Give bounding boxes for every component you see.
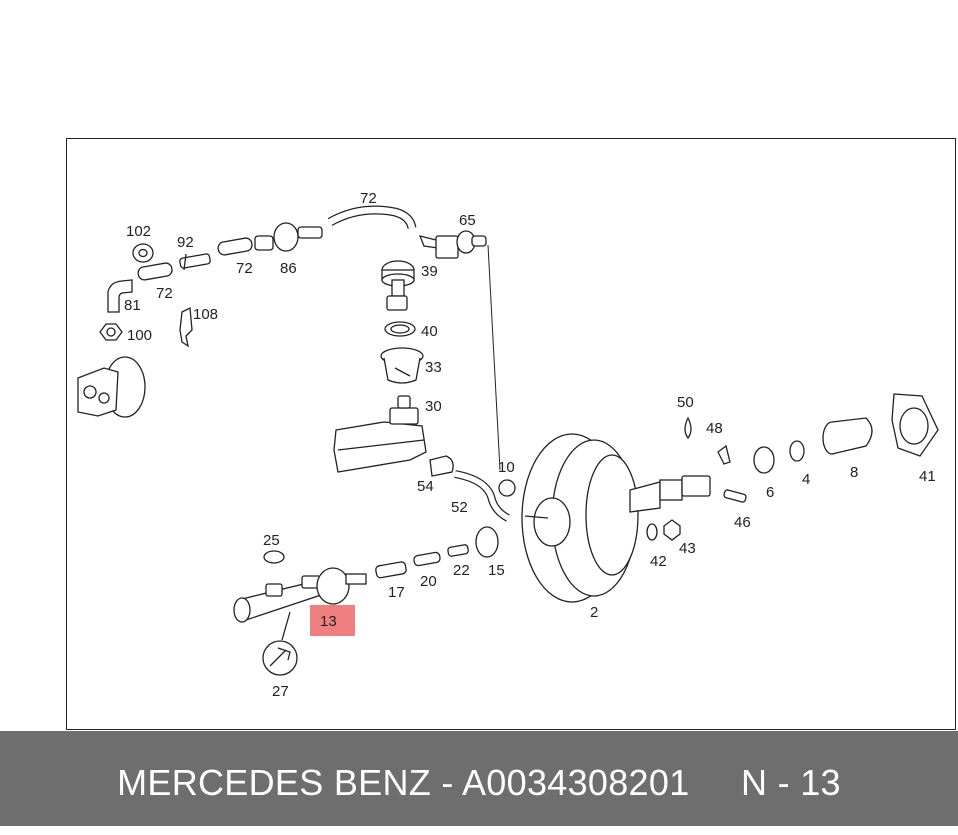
reservoir-cap-39 (381, 260, 415, 311)
fitting-86 (254, 222, 323, 252)
label-100: 100 (127, 327, 152, 344)
seal-25 (263, 550, 285, 564)
bushing-6 (753, 446, 775, 474)
label-22: 22 (453, 562, 470, 579)
footer-bar: MERCEDES BENZ - A0034308201 N - 13 (0, 731, 958, 826)
clip-50 (684, 416, 692, 440)
label-40: 40 (421, 323, 438, 340)
label-10: 10 (498, 459, 515, 476)
label-42: 42 (650, 553, 667, 570)
label-2: 2 (590, 604, 598, 621)
highlight-box-13[interactable] (310, 605, 355, 636)
spring-17 (375, 561, 407, 579)
master-cylinder-13 (233, 567, 367, 623)
label-102: 102 (126, 223, 151, 240)
footer-caption: MERCEDES BENZ - A0034308201 N - 13 (0, 731, 958, 826)
label-72: 72 (360, 190, 377, 207)
label-65: 65 (459, 212, 476, 229)
label-4: 4 (802, 471, 810, 488)
label-48: 48 (706, 420, 723, 437)
brand-name: MERCEDES BENZ (117, 762, 432, 803)
elbow-81 (107, 279, 133, 313)
bolt-46 (723, 489, 747, 503)
boot-8 (822, 417, 873, 455)
diagram-frame (66, 138, 956, 730)
vacuum-pump-assembly (77, 356, 146, 418)
label-43: 43 (679, 540, 696, 557)
label-25: 25 (263, 532, 280, 549)
pushrod-assembly (629, 475, 711, 513)
label-8: 8 (850, 464, 858, 481)
o-ring-15 (475, 526, 499, 558)
position-code: N - 13 (741, 762, 841, 803)
nut-43 (663, 519, 681, 541)
label-33: 33 (425, 359, 442, 376)
hose-72-left (137, 262, 173, 281)
part-number: A0034308201 (462, 762, 690, 803)
washer-4 (789, 440, 805, 462)
pin-48 (717, 444, 731, 465)
label-108: 108 (193, 306, 218, 323)
gasket-41 (891, 393, 939, 457)
label-50: 50 (677, 394, 694, 411)
label-46: 46 (734, 514, 751, 531)
valve-65 (418, 230, 487, 259)
reservoir-30 (333, 395, 427, 473)
connector-54 (429, 455, 454, 477)
label-86: 86 (280, 260, 297, 277)
label-41: 41 (919, 468, 936, 485)
label-15: 15 (488, 562, 505, 579)
clamp-92 (179, 253, 211, 271)
separator: - (441, 762, 454, 803)
piston-20 (413, 551, 441, 567)
label-17: 17 (388, 584, 405, 601)
label-27: 27 (272, 683, 289, 700)
label-92: 92 (177, 234, 194, 251)
spring-22 (447, 544, 469, 557)
grommet-10 (498, 479, 516, 497)
label-30: 30 (425, 398, 442, 415)
label-39: 39 (421, 263, 438, 280)
label-52: 52 (451, 499, 468, 516)
label-72: 72 (236, 260, 253, 277)
wrench-27 (262, 611, 298, 676)
label-6: 6 (766, 484, 774, 501)
strainer-33 (380, 347, 424, 384)
highlight-label-13[interactable]: 13 (320, 613, 337, 630)
brake-booster-2 (521, 433, 639, 603)
label-20: 20 (420, 573, 437, 590)
bracket-108 (179, 306, 193, 348)
hose-72-mid (217, 237, 253, 256)
label-54: 54 (417, 478, 434, 495)
label-72: 72 (156, 285, 173, 302)
washer-42 (646, 523, 658, 541)
label-81: 81 (124, 297, 141, 314)
